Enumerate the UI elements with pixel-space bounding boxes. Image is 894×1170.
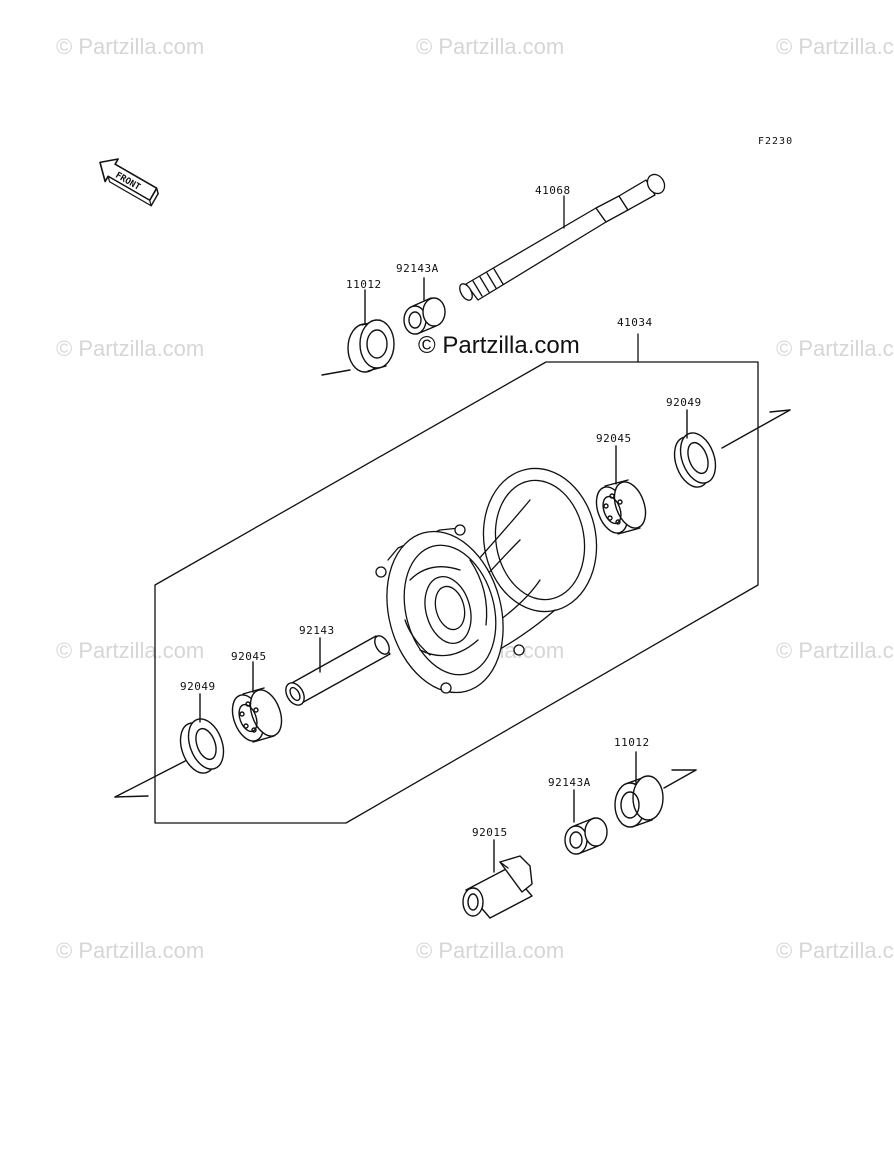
watermark: © Partzilla.com	[56, 336, 205, 361]
watermark: © Partzilla.com	[776, 34, 894, 59]
part-label-41034[interactable]: 41034	[617, 316, 653, 329]
front-arrow-icon: FRONT	[99, 158, 159, 207]
diagram-code: F2230	[758, 136, 794, 147]
watermark: © Partzilla.com	[776, 938, 894, 963]
watermark: © Partzilla.com	[776, 336, 894, 361]
hub-41034	[375, 467, 598, 694]
spacer-92143a-top	[403, 277, 446, 335]
watermark: © Partzilla.com	[416, 938, 565, 963]
watermark: © Partzilla.com	[56, 938, 205, 963]
part-label-92049-right[interactable]: 92049	[666, 396, 702, 409]
part-label-11012-top[interactable]: 11012	[346, 278, 382, 291]
bearing-11012-bottom	[614, 751, 697, 828]
part-label-92015[interactable]: 92015	[472, 826, 508, 839]
watermark: © Partzilla.com	[56, 638, 205, 663]
watermark: © Partzilla.com	[416, 34, 565, 59]
watermark: © Partzilla.com	[776, 638, 894, 663]
part-label-92045-right[interactable]: 92045	[596, 432, 632, 445]
hub-group-outline	[154, 333, 759, 824]
center-watermark: © Partzilla.com	[418, 332, 580, 359]
spacer-92143a-bottom	[564, 789, 608, 855]
seal-92049-left	[114, 693, 225, 798]
bearing-92045-right	[595, 445, 647, 535]
nut-92015	[462, 839, 533, 919]
axle-41068	[459, 173, 666, 301]
part-label-41068[interactable]: 41068	[535, 184, 571, 197]
part-label-11012-bottom[interactable]: 11012	[614, 736, 650, 749]
part-label-92143a-top[interactable]: 92143A	[396, 262, 439, 275]
part-label-92049-left[interactable]: 92049	[180, 680, 216, 693]
bearing-92045-left	[231, 661, 283, 743]
bearing-11012-top	[321, 289, 395, 376]
part-label-92143[interactable]: 92143	[299, 624, 335, 637]
watermark: © Partzilla.com	[56, 34, 205, 59]
seal-92049-right	[673, 409, 791, 488]
part-label-92045-left[interactable]: 92045	[231, 650, 267, 663]
spacer-92143	[285, 635, 391, 706]
part-label-92143a-bottom[interactable]: 92143A	[548, 776, 591, 789]
